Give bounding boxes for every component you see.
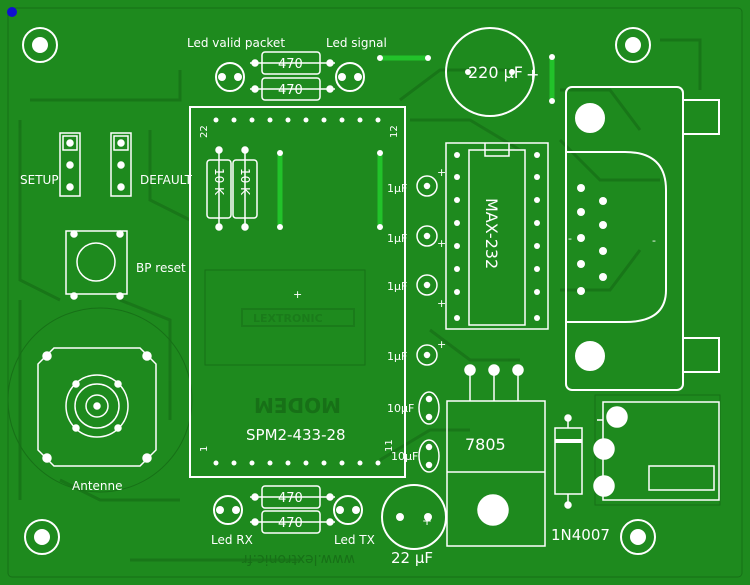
copper-pours — [7, 7, 743, 578]
capacitor-220uf — [445, 27, 535, 117]
cap-22uf-plus: + — [422, 514, 432, 528]
modem-pin-12: 12 — [389, 125, 400, 138]
antenna-connector — [37, 347, 157, 467]
cap-1uf-2-label: 1µF — [387, 232, 407, 245]
default-label: DEFAULT — [140, 173, 193, 187]
mounting-hole-bl — [24, 519, 60, 555]
cap-10uf-2-label: 10µF — [391, 450, 418, 463]
website-ghost-label: www.lextronic.fr — [242, 551, 355, 567]
cap-polarity-marks: + + + + — [437, 166, 446, 351]
modem-pin-22: 22 — [199, 125, 210, 138]
mounting-holes — [22, 27, 656, 555]
power-jack — [593, 401, 720, 501]
diode-1n4007 — [554, 414, 583, 509]
svg-text:LEXTRONIC: LEXTRONIC — [253, 312, 323, 325]
mounting-hole-tr — [615, 27, 651, 63]
resistor-470-top-1-label: 470 — [278, 57, 303, 72]
svg-text:+: + — [437, 237, 446, 250]
max232-label: MAX-232 — [482, 198, 501, 269]
antenne-label: Antenne — [72, 479, 123, 493]
db9-connector — [565, 86, 720, 391]
mounting-hole-tl — [22, 27, 58, 63]
origin-marker — [7, 7, 17, 17]
capacitor-22uf — [381, 484, 447, 550]
led-tx-label: Led TX — [334, 533, 375, 547]
led-rx — [213, 495, 243, 525]
cap-1uf-4-label: 1µF — [387, 350, 407, 363]
led-signal-label: Led signal — [326, 36, 387, 50]
setup-label: SETUP — [20, 173, 59, 187]
resistor-10k-pair — [206, 146, 258, 231]
jumper-setup — [59, 132, 81, 197]
max232-socket — [445, 142, 549, 330]
led-signal — [335, 62, 365, 92]
db9-minus-label-2: - — [652, 234, 656, 247]
led-rx-label: Led RX — [211, 533, 253, 547]
cap-1uf-1-label: 1µF — [387, 182, 407, 195]
max232-pins — [454, 152, 540, 321]
svg-text:+: + — [437, 166, 446, 179]
capacitor-1uf-group — [416, 175, 438, 366]
resistor-470-top-2-label: 470 — [278, 83, 303, 98]
svg-text:+: + — [437, 297, 446, 310]
db9-minus-label: - — [568, 232, 572, 245]
resistor-470-bottom — [250, 485, 335, 534]
module-name-label: SPM2-433-28 — [246, 426, 346, 444]
vreg-7805-label: 7805 — [465, 435, 506, 454]
copper-traces — [18, 38, 702, 562]
modem-bottom-pins — [213, 460, 381, 466]
mounting-hole-br — [620, 519, 656, 555]
svg-text:+: + — [437, 338, 446, 351]
resistor-10k-1-label: 10 K — [212, 168, 226, 196]
resistor-470-bot-2-label: 470 — [278, 516, 303, 531]
modem-module — [189, 106, 406, 478]
led-tx — [333, 495, 363, 525]
led-valid-packet — [215, 62, 245, 92]
bp-reset-label: BP reset — [136, 261, 186, 275]
voltage-regulator-7805 — [446, 364, 546, 547]
modem-pin-11: 11 — [384, 439, 395, 452]
db9-pins — [577, 184, 607, 295]
capacitor-10uf-group — [418, 391, 440, 473]
lextronic-logo: LEXTRONIC — [241, 308, 355, 327]
modem-pin-1: 1 — [199, 446, 210, 452]
resistor-470-bot-1-label: 470 — [278, 491, 303, 506]
resistor-470-top — [250, 51, 335, 101]
capacitor-22uf-label: 22 µF — [391, 549, 433, 567]
jumper-default — [110, 132, 132, 197]
modem-top-pins — [213, 117, 381, 123]
resistor-10k-2-label: 10 K — [238, 168, 252, 196]
cap-10uf-1-label: 10µF — [387, 402, 414, 415]
diode-1n4007-label: 1N4007 — [551, 526, 610, 544]
capacitor-220uf-plus: + — [526, 65, 539, 84]
reset-button — [65, 230, 128, 300]
modem-center-plus: + — [293, 288, 302, 301]
modem-ghost-label: MODEM — [254, 393, 341, 417]
cap-1uf-3-label: 1µF — [387, 280, 407, 293]
capacitor-220uf-label: 220 µF — [468, 63, 523, 82]
led-valid-packet-label: Led valid packet — [187, 36, 285, 50]
